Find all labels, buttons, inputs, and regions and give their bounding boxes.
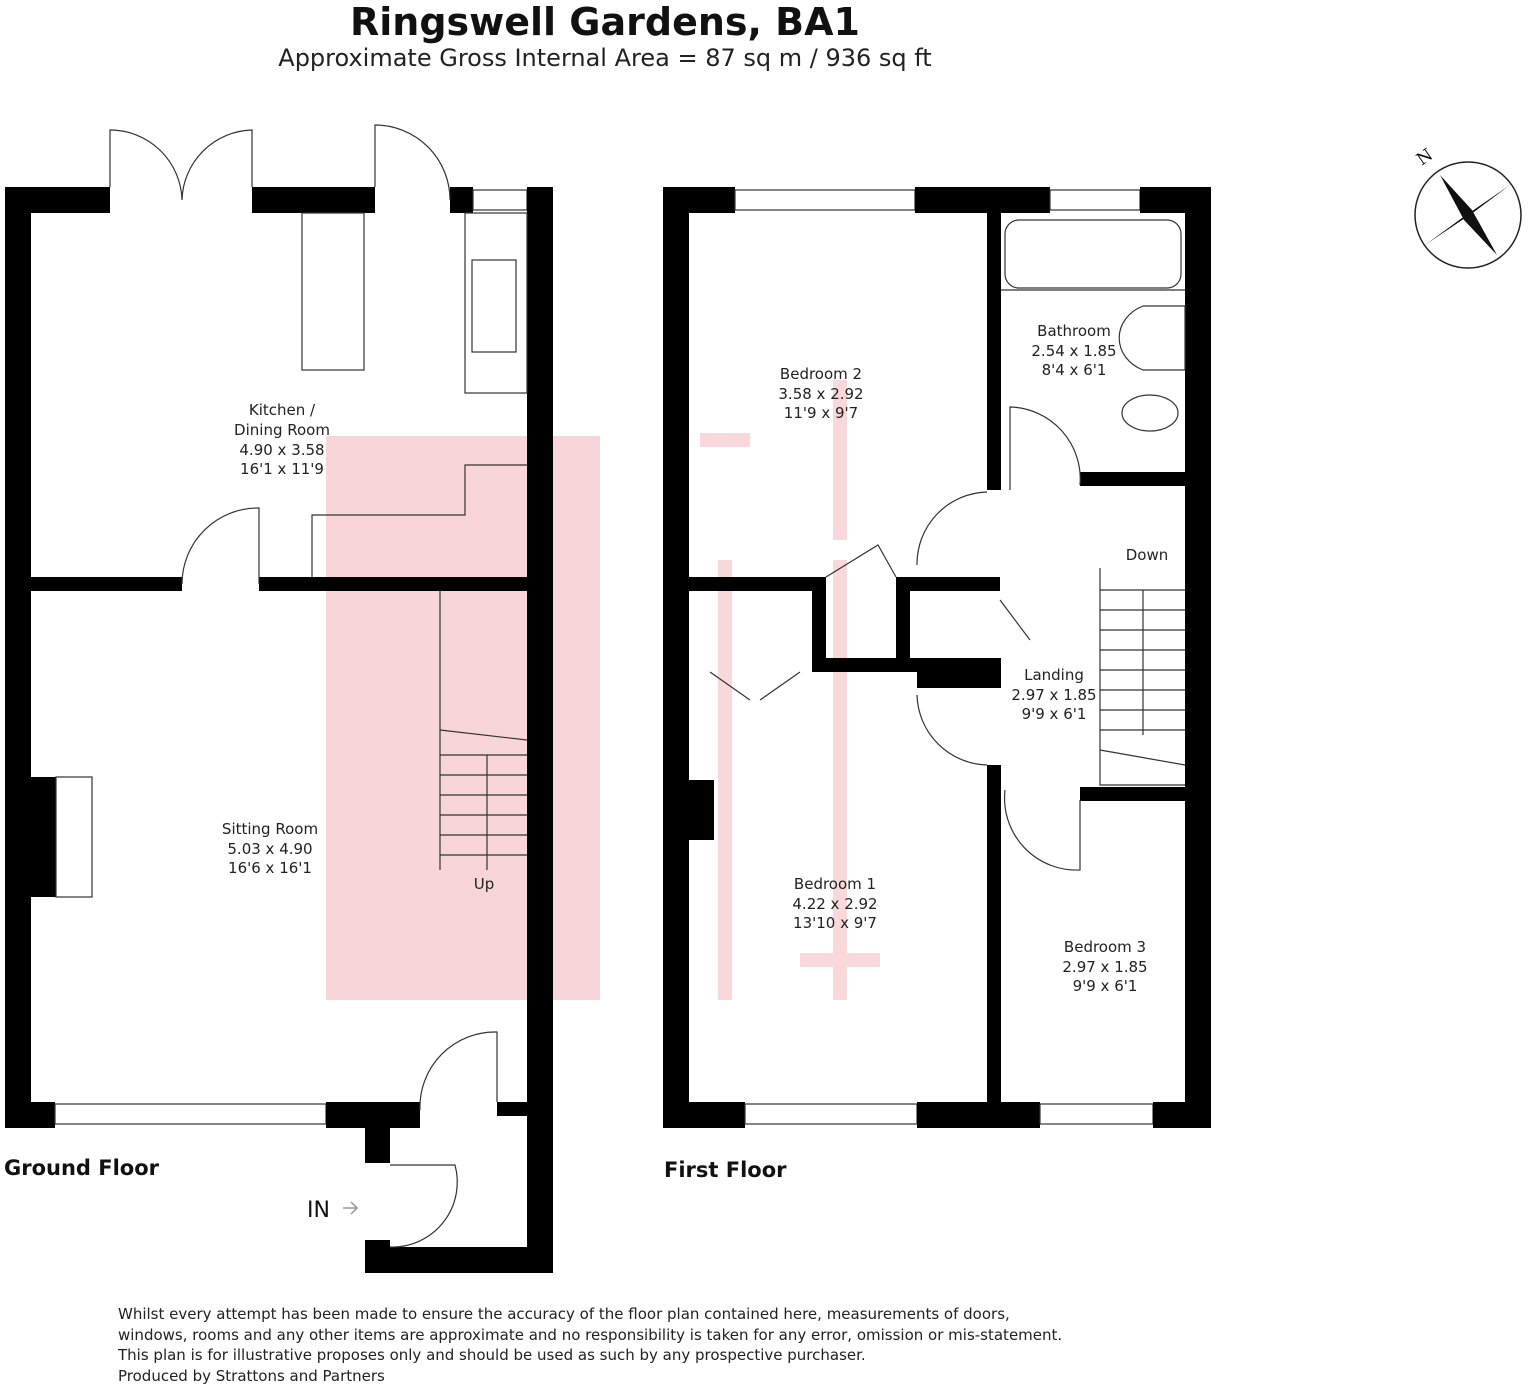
room-name: Bathroom: [1037, 322, 1111, 340]
disclaimer-line: Produced by Strattons and Partners: [118, 1367, 385, 1386]
svg-text:Kitchen /: Kitchen /: [249, 401, 316, 419]
room-imperial: 9'9 x 6'1: [1073, 977, 1138, 995]
room-metric: 3.58 x 2.92: [778, 385, 863, 403]
room-imperial: 13'10 x 9'7: [793, 914, 877, 932]
disclaimer-line: windows, rooms and any other items are a…: [118, 1325, 1063, 1344]
room-name: Landing: [1024, 666, 1084, 684]
room-name: Bedroom 2: [780, 365, 862, 383]
room-metric: 2.97 x 1.85: [1011, 686, 1096, 704]
room-name: Bedroom 3: [1064, 938, 1146, 956]
disclaimer-line: This plan is for illustrative proposes o…: [118, 1346, 866, 1365]
room-metric: 2.54 x 1.85: [1031, 342, 1116, 360]
first-floor-walls: [663, 187, 1211, 1128]
plan-title: Ringswell Gardens, BA1: [349, 0, 860, 44]
room-imperial: 16'1 x 11'9: [240, 460, 324, 478]
stairs-label: Up: [474, 875, 495, 893]
room-metric: 5.03 x 4.90: [227, 840, 312, 858]
room-metric: 4.22 x 2.92: [792, 895, 877, 913]
room-imperial: 16'6 x 16'1: [228, 859, 312, 877]
room-name: Kitchen /: [249, 401, 316, 419]
room-metric: 2.97 x 1.85: [1062, 958, 1147, 976]
compass-north-label: N: [1413, 145, 1437, 170]
entrance-label: IN: [307, 1198, 330, 1223]
gross-area: Approximate Gross Internal Area = 87 sq …: [278, 44, 932, 72]
disclaimer-line: Whilst every attempt has been made to en…: [118, 1305, 1010, 1323]
disclaimer: Whilst every attempt has been made to en…: [118, 1304, 1062, 1387]
first-floor-label: First Floor: [664, 1158, 787, 1182]
room-imperial: 8'4 x 6'1: [1042, 361, 1107, 379]
svg-text:Dining Room: Dining Room: [234, 421, 330, 439]
ground-floor-label: Ground Floor: [4, 1156, 160, 1180]
compass-icon: N: [1413, 145, 1522, 269]
room-name: Bedroom 1: [794, 875, 876, 893]
ground-floor-walls: [5, 124, 553, 1273]
room-name: Sitting Room: [222, 820, 318, 838]
stairs-label: Down: [1126, 546, 1169, 564]
room-imperial: 9'9 x 6'1: [1022, 705, 1087, 723]
watermark-logo: [326, 380, 880, 1000]
entrance-arrow-icon: [343, 1201, 359, 1215]
room-metric: 4.90 x 3.58: [239, 441, 324, 459]
room-imperial: 11'9 x 9'7: [784, 404, 858, 422]
room-name: Dining Room: [234, 421, 330, 439]
